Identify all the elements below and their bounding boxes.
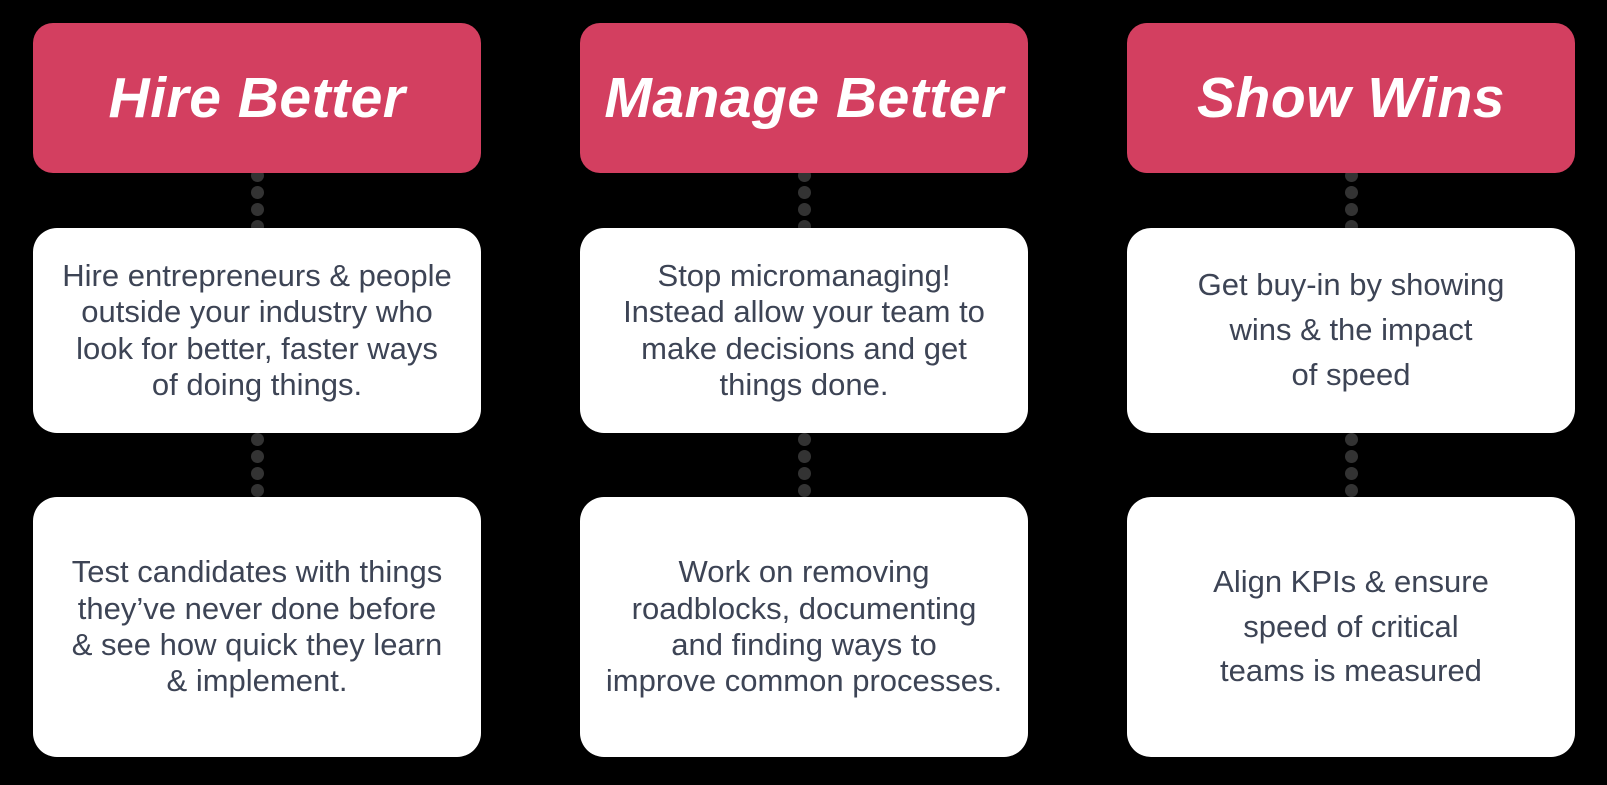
connector-dot	[797, 185, 811, 199]
info-card: Work on removing roadblocks, documenting…	[580, 497, 1028, 757]
dotted-connector	[33, 173, 481, 228]
info-card: Hire entrepreneurs & people outside your…	[33, 228, 481, 433]
column-manage-better: Manage Better Stop micromanaging! Instea…	[580, 23, 1028, 785]
connector-dot	[250, 433, 264, 446]
card-text: Align KPIs & ensure speed of critical te…	[1213, 563, 1489, 689]
connector-dot	[250, 484, 264, 497]
dotted-connector	[1127, 173, 1575, 228]
dotted-connector	[580, 433, 1028, 497]
connector-dot	[797, 467, 811, 480]
connector-dot	[1344, 185, 1358, 199]
connector-dot	[1344, 467, 1358, 480]
connector-dot	[1344, 202, 1358, 216]
dotted-connector	[33, 433, 481, 497]
info-card: Align KPIs & ensure speed of critical te…	[1127, 497, 1575, 757]
connector-dot	[250, 467, 264, 480]
connector-dot	[250, 173, 264, 182]
connector-dot	[797, 202, 811, 216]
card-text: Get buy-in by showing wins & the impact …	[1197, 267, 1505, 392]
card-text: Hire entrepreneurs & people outside your…	[62, 257, 452, 402]
connector-dot	[1344, 433, 1358, 446]
connector-dot	[250, 185, 264, 199]
column-header-show-wins: Show Wins	[1127, 23, 1575, 173]
column-show-wins: Show Wins Get buy-in by showing wins & t…	[1127, 23, 1575, 785]
info-card: Stop micromanaging! Instead allow your t…	[580, 228, 1028, 433]
info-card: Get buy-in by showing wins & the impact …	[1127, 228, 1575, 433]
connector-dot	[1344, 484, 1358, 497]
connector-dot	[250, 202, 264, 216]
connector-dot	[1344, 450, 1358, 463]
card-text: Test candidates with things they’ve neve…	[71, 554, 443, 699]
column-header-manage-better: Manage Better	[580, 23, 1028, 173]
dotted-connector	[1127, 433, 1575, 497]
column-hire-better: Hire Better Hire entrepreneurs & people …	[33, 23, 481, 785]
dotted-connector	[580, 173, 1028, 228]
connector-dot	[1344, 173, 1358, 182]
connector-dot	[250, 450, 264, 463]
connector-dot	[1344, 219, 1358, 228]
connector-dot	[797, 450, 811, 463]
info-card: Test candidates with things they’ve neve…	[33, 497, 481, 757]
column-header-hire-better: Hire Better	[33, 23, 481, 173]
card-text: Work on removing roadblocks, documenting…	[605, 554, 1003, 699]
connector-dot	[797, 173, 811, 182]
connector-dot	[250, 219, 264, 228]
connector-dot	[797, 219, 811, 228]
connector-dot	[797, 484, 811, 497]
connector-dot	[797, 433, 811, 446]
card-text: Stop micromanaging! Instead allow your t…	[623, 257, 985, 402]
